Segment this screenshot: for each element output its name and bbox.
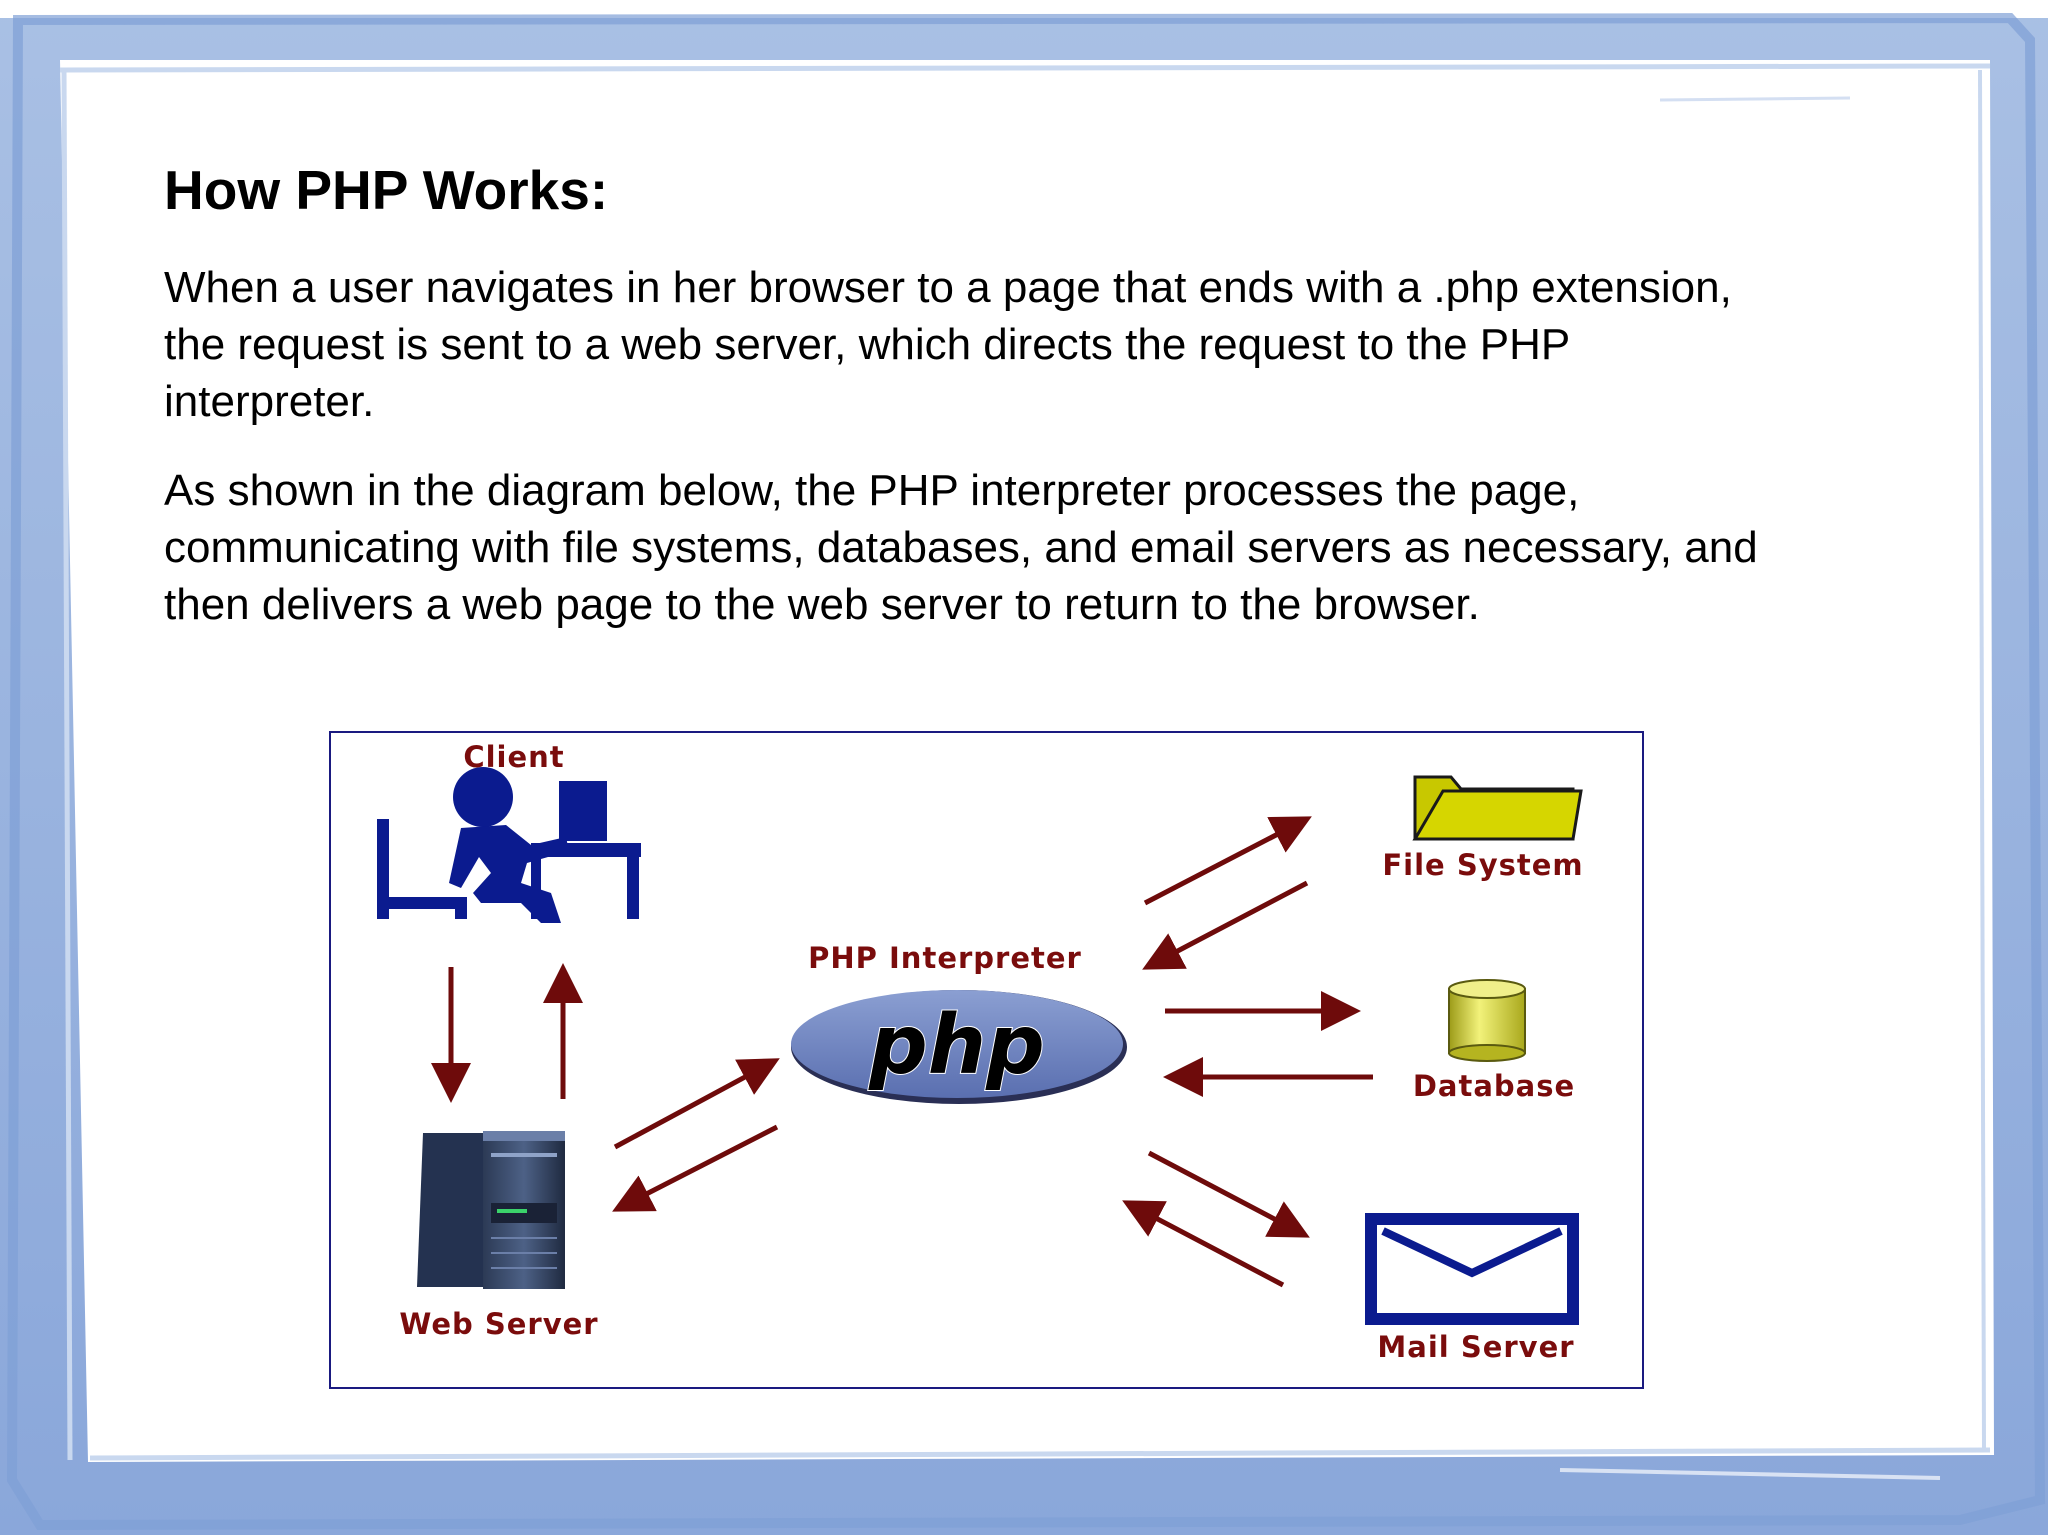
php-flow-diagram: Client Web Server PHP Interpreter php bbox=[329, 731, 1644, 1389]
database-icon bbox=[1448, 979, 1526, 1062]
body-paragraph-1: When a user navigates in her browser to … bbox=[164, 263, 1732, 426]
php-interpreter-label: PHP Interpreter bbox=[808, 941, 1082, 975]
slide-title: How PHP Works: bbox=[164, 159, 609, 221]
arrow-php-to-filesystem bbox=[1143, 816, 1312, 906]
database-label: Database bbox=[1413, 1069, 1575, 1103]
php-logo-icon: php bbox=[791, 990, 1127, 1104]
arrow-filesystem-to-php bbox=[1142, 880, 1309, 970]
arrow-webserver-to-php bbox=[613, 1058, 780, 1150]
arrow-mailserver-to-php bbox=[1122, 1200, 1285, 1288]
folder-icon bbox=[1412, 775, 1583, 841]
envelope-icon bbox=[1365, 1213, 1579, 1325]
php-logo-text: php bbox=[868, 998, 1045, 1093]
web-server-icon bbox=[417, 1131, 565, 1289]
body-paragraph-2: As shown in the diagram below, the PHP i… bbox=[164, 466, 1758, 629]
mail-server-label: Mail Server bbox=[1377, 1330, 1574, 1364]
web-server-label: Web Server bbox=[399, 1307, 598, 1341]
file-system-label: File System bbox=[1382, 848, 1583, 882]
arrow-php-to-mailserver bbox=[1147, 1150, 1310, 1238]
client-icon bbox=[377, 767, 641, 923]
client-label: Client bbox=[463, 740, 564, 774]
arrow-php-to-webserver bbox=[612, 1124, 779, 1212]
